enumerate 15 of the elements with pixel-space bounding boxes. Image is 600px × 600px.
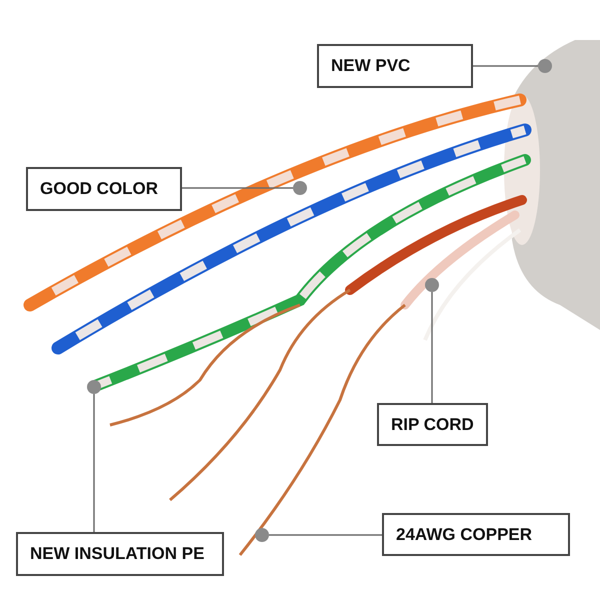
leader-line xyxy=(93,394,95,532)
label-text: NEW INSULATION PE xyxy=(30,543,204,566)
label-box xyxy=(317,44,473,88)
label-text: NEW PVC xyxy=(331,55,410,78)
label-box xyxy=(16,532,224,576)
leader-line xyxy=(473,65,538,67)
label-text: 24AWG COPPER xyxy=(396,524,532,546)
leader-line xyxy=(431,292,433,403)
label-box xyxy=(26,167,182,211)
label-text: RIP CORD xyxy=(391,414,474,436)
label-text: GOOD COLOR xyxy=(40,178,158,200)
label-box xyxy=(382,513,570,556)
leader-line xyxy=(182,187,293,189)
leader-line xyxy=(269,534,382,536)
label-box xyxy=(377,403,488,446)
